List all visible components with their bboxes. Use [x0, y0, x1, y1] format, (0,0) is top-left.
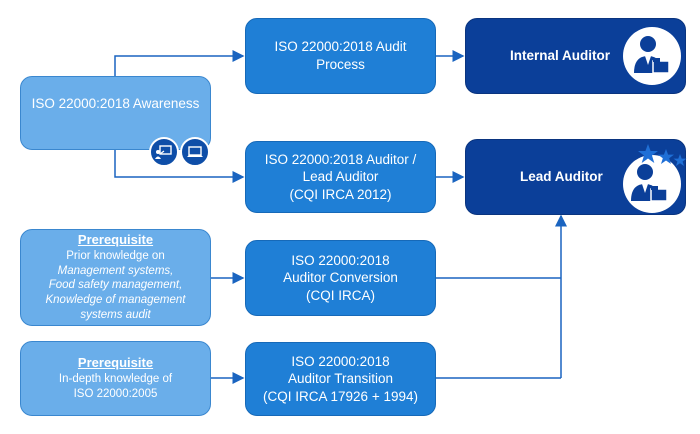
- auditor-lead-line-1: ISO 22000:2018 Auditor /: [264, 151, 417, 167]
- internal-auditor-label: Internal Auditor: [510, 48, 610, 64]
- transition-line-3: (CQI IRCA 17926 + 1994): [263, 388, 418, 404]
- prerequisite-2-line-1: In-depth knowledge of: [58, 373, 173, 385]
- awareness-box: ISO 22000:2018 Awareness: [20, 76, 211, 150]
- audit-process-line-2: Process: [316, 57, 365, 72]
- transition-line-1: ISO 22000:2018: [291, 353, 390, 369]
- auditor-person-icon: [623, 27, 681, 85]
- prerequisite-title-2: Prerequisite: [77, 355, 154, 371]
- star-icon: [638, 144, 658, 163]
- prerequisite-1-line-5: systems audit: [80, 309, 151, 322]
- conversion-line-1: ISO 22000:2018: [291, 252, 390, 268]
- arrow-awareness-to-audit-process: [114, 50, 245, 76]
- lead-auditor-label: Lead Auditor: [520, 169, 603, 185]
- conversion-line-2: Auditor Conversion: [283, 270, 398, 286]
- prerequisite-1-line-3: Food safety management,: [48, 279, 183, 292]
- conversion-box: ISO 22000:2018 Auditor Conversion (CQI I…: [245, 240, 436, 316]
- conversion-line-3: (CQI IRCA): [306, 287, 375, 303]
- arrow-awareness-to-auditor-lead: [114, 150, 245, 183]
- prerequisite-box-2: Prerequisite In-depth knowledge of ISO 2…: [20, 341, 211, 416]
- audit-process-box: ISO 22000:2018 Audit Process: [245, 18, 436, 94]
- audit-process-line-1: ISO 22000:2018 Audit: [274, 39, 407, 55]
- laptop-elearning-icon: [180, 137, 210, 167]
- prerequisite-title-1: Prerequisite: [77, 231, 154, 247]
- prerequisite-1-line-2: Management systems,: [57, 264, 174, 277]
- auditor-lead-line-3: (CQI IRCA 2012): [289, 186, 392, 202]
- auditor-lead-line-2: Lead Auditor: [302, 169, 379, 185]
- transition-box: ISO 22000:2018 Auditor Transition (CQI I…: [245, 342, 436, 416]
- star-icon: [658, 149, 674, 164]
- star-icon: [673, 154, 687, 166]
- prerequisite-1-line-4: Knowledge of management: [45, 294, 186, 307]
- awareness-label: ISO 22000:2018 Awareness: [31, 96, 200, 112]
- classroom-training-icon: [149, 137, 179, 167]
- auditor-lead-box: ISO 22000:2018 Auditor / Lead Auditor (C…: [245, 141, 436, 213]
- prerequisite-1-line-1: Prior knowledge on: [66, 249, 165, 262]
- prerequisite-box-1: Prerequisite Prior knowledge on Manageme…: [20, 229, 211, 326]
- star-icons: [638, 144, 687, 166]
- transition-line-2: Auditor Transition: [287, 371, 394, 387]
- prerequisite-2-line-2: ISO 22000:2005: [73, 387, 158, 400]
- lead-auditor-person-stars-icon: [623, 155, 681, 213]
